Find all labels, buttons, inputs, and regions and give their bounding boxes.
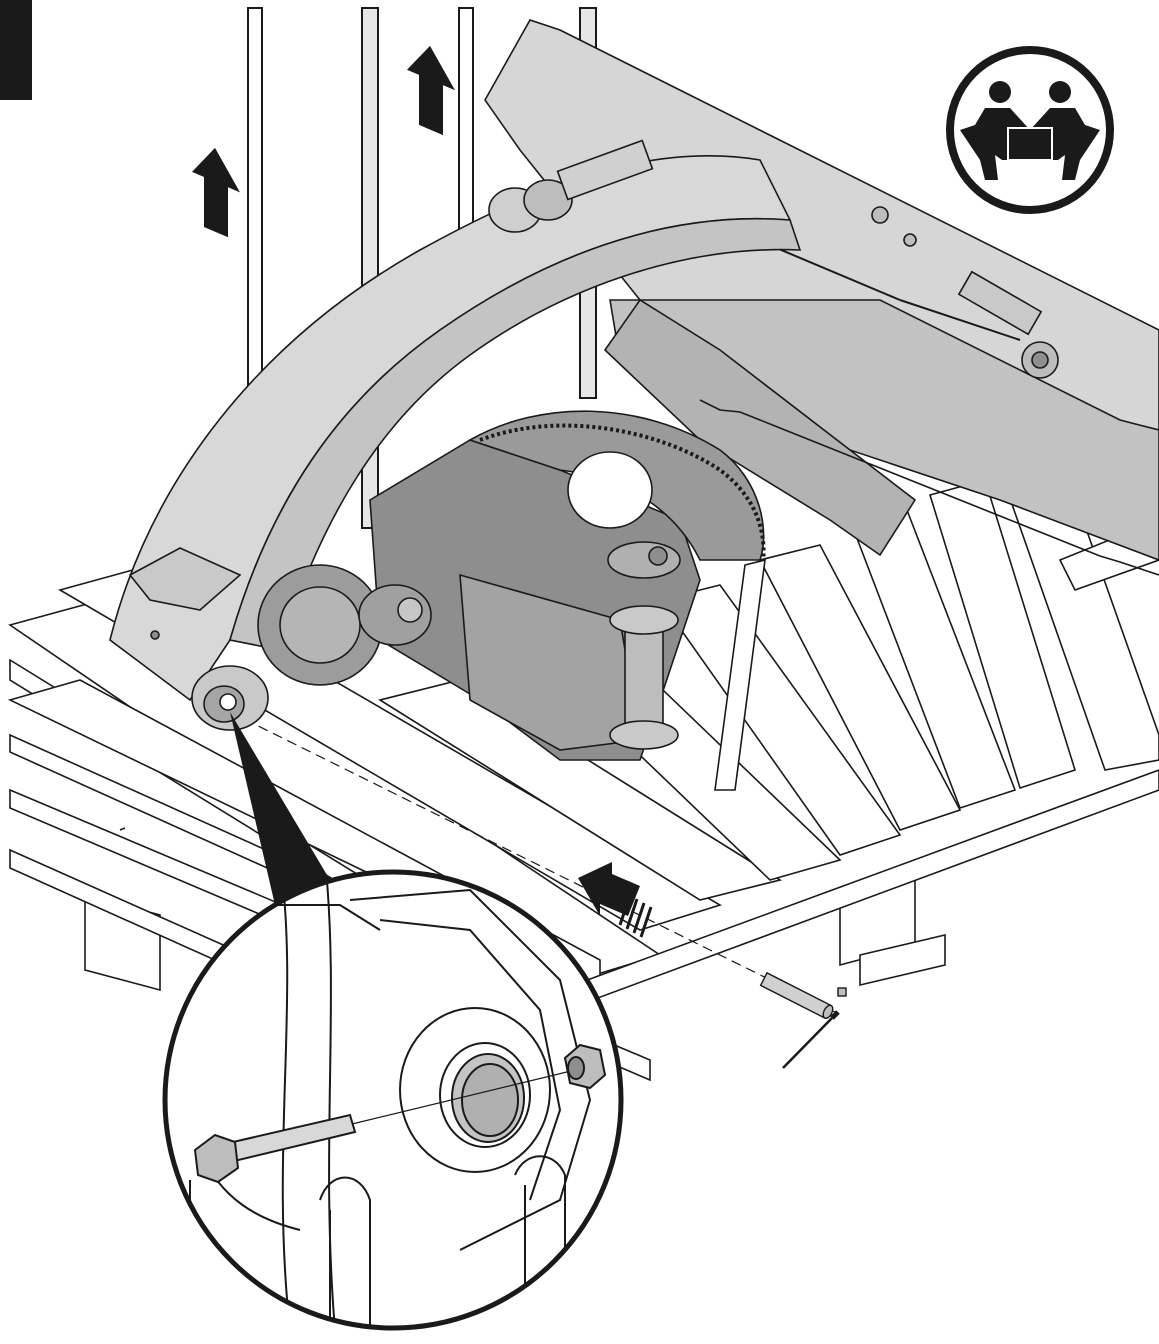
bolt-head: [193, 1133, 240, 1184]
zoom-detail: [162, 869, 624, 1331]
up-arrow-icon: [192, 147, 240, 238]
detail-bolt: [193, 1069, 576, 1184]
detail-nut: [563, 1043, 607, 1090]
insertion-axis: [229, 711, 836, 1013]
pallet-slat: [377, 679, 783, 901]
loose-parts: [759, 971, 847, 1069]
small-nut: [837, 987, 847, 997]
pivot-hole: [219, 693, 237, 711]
lift-arrows: [192, 45, 455, 238]
pivot-pin: [759, 971, 834, 1019]
pallet-slat: [658, 584, 902, 856]
pivot-post: [624, 619, 664, 731]
guard-cutout: [567, 451, 653, 529]
small-screw: [782, 1017, 833, 1069]
saw-chain: [479, 423, 766, 781]
strap: [458, 7, 474, 259]
pallet-slat: [57, 567, 722, 931]
saw-head: [191, 410, 766, 791]
black-tab-marker-icon: [0, 0, 32, 100]
arm-end-bracket: [128, 547, 242, 611]
pallet-block: [859, 933, 946, 987]
boom-serration: [699, 399, 1159, 576]
zoom-callout-pointer: [230, 712, 330, 905]
pallet-slat: [758, 544, 962, 831]
blade-bar: [714, 558, 766, 791]
up-arrow-icon: [407, 45, 455, 136]
boom: [484, 19, 1159, 576]
insert-direction-arrow-icon: [578, 862, 653, 938]
head-side-plate: [459, 573, 641, 751]
two-person-lift-icon: [946, 46, 1114, 214]
